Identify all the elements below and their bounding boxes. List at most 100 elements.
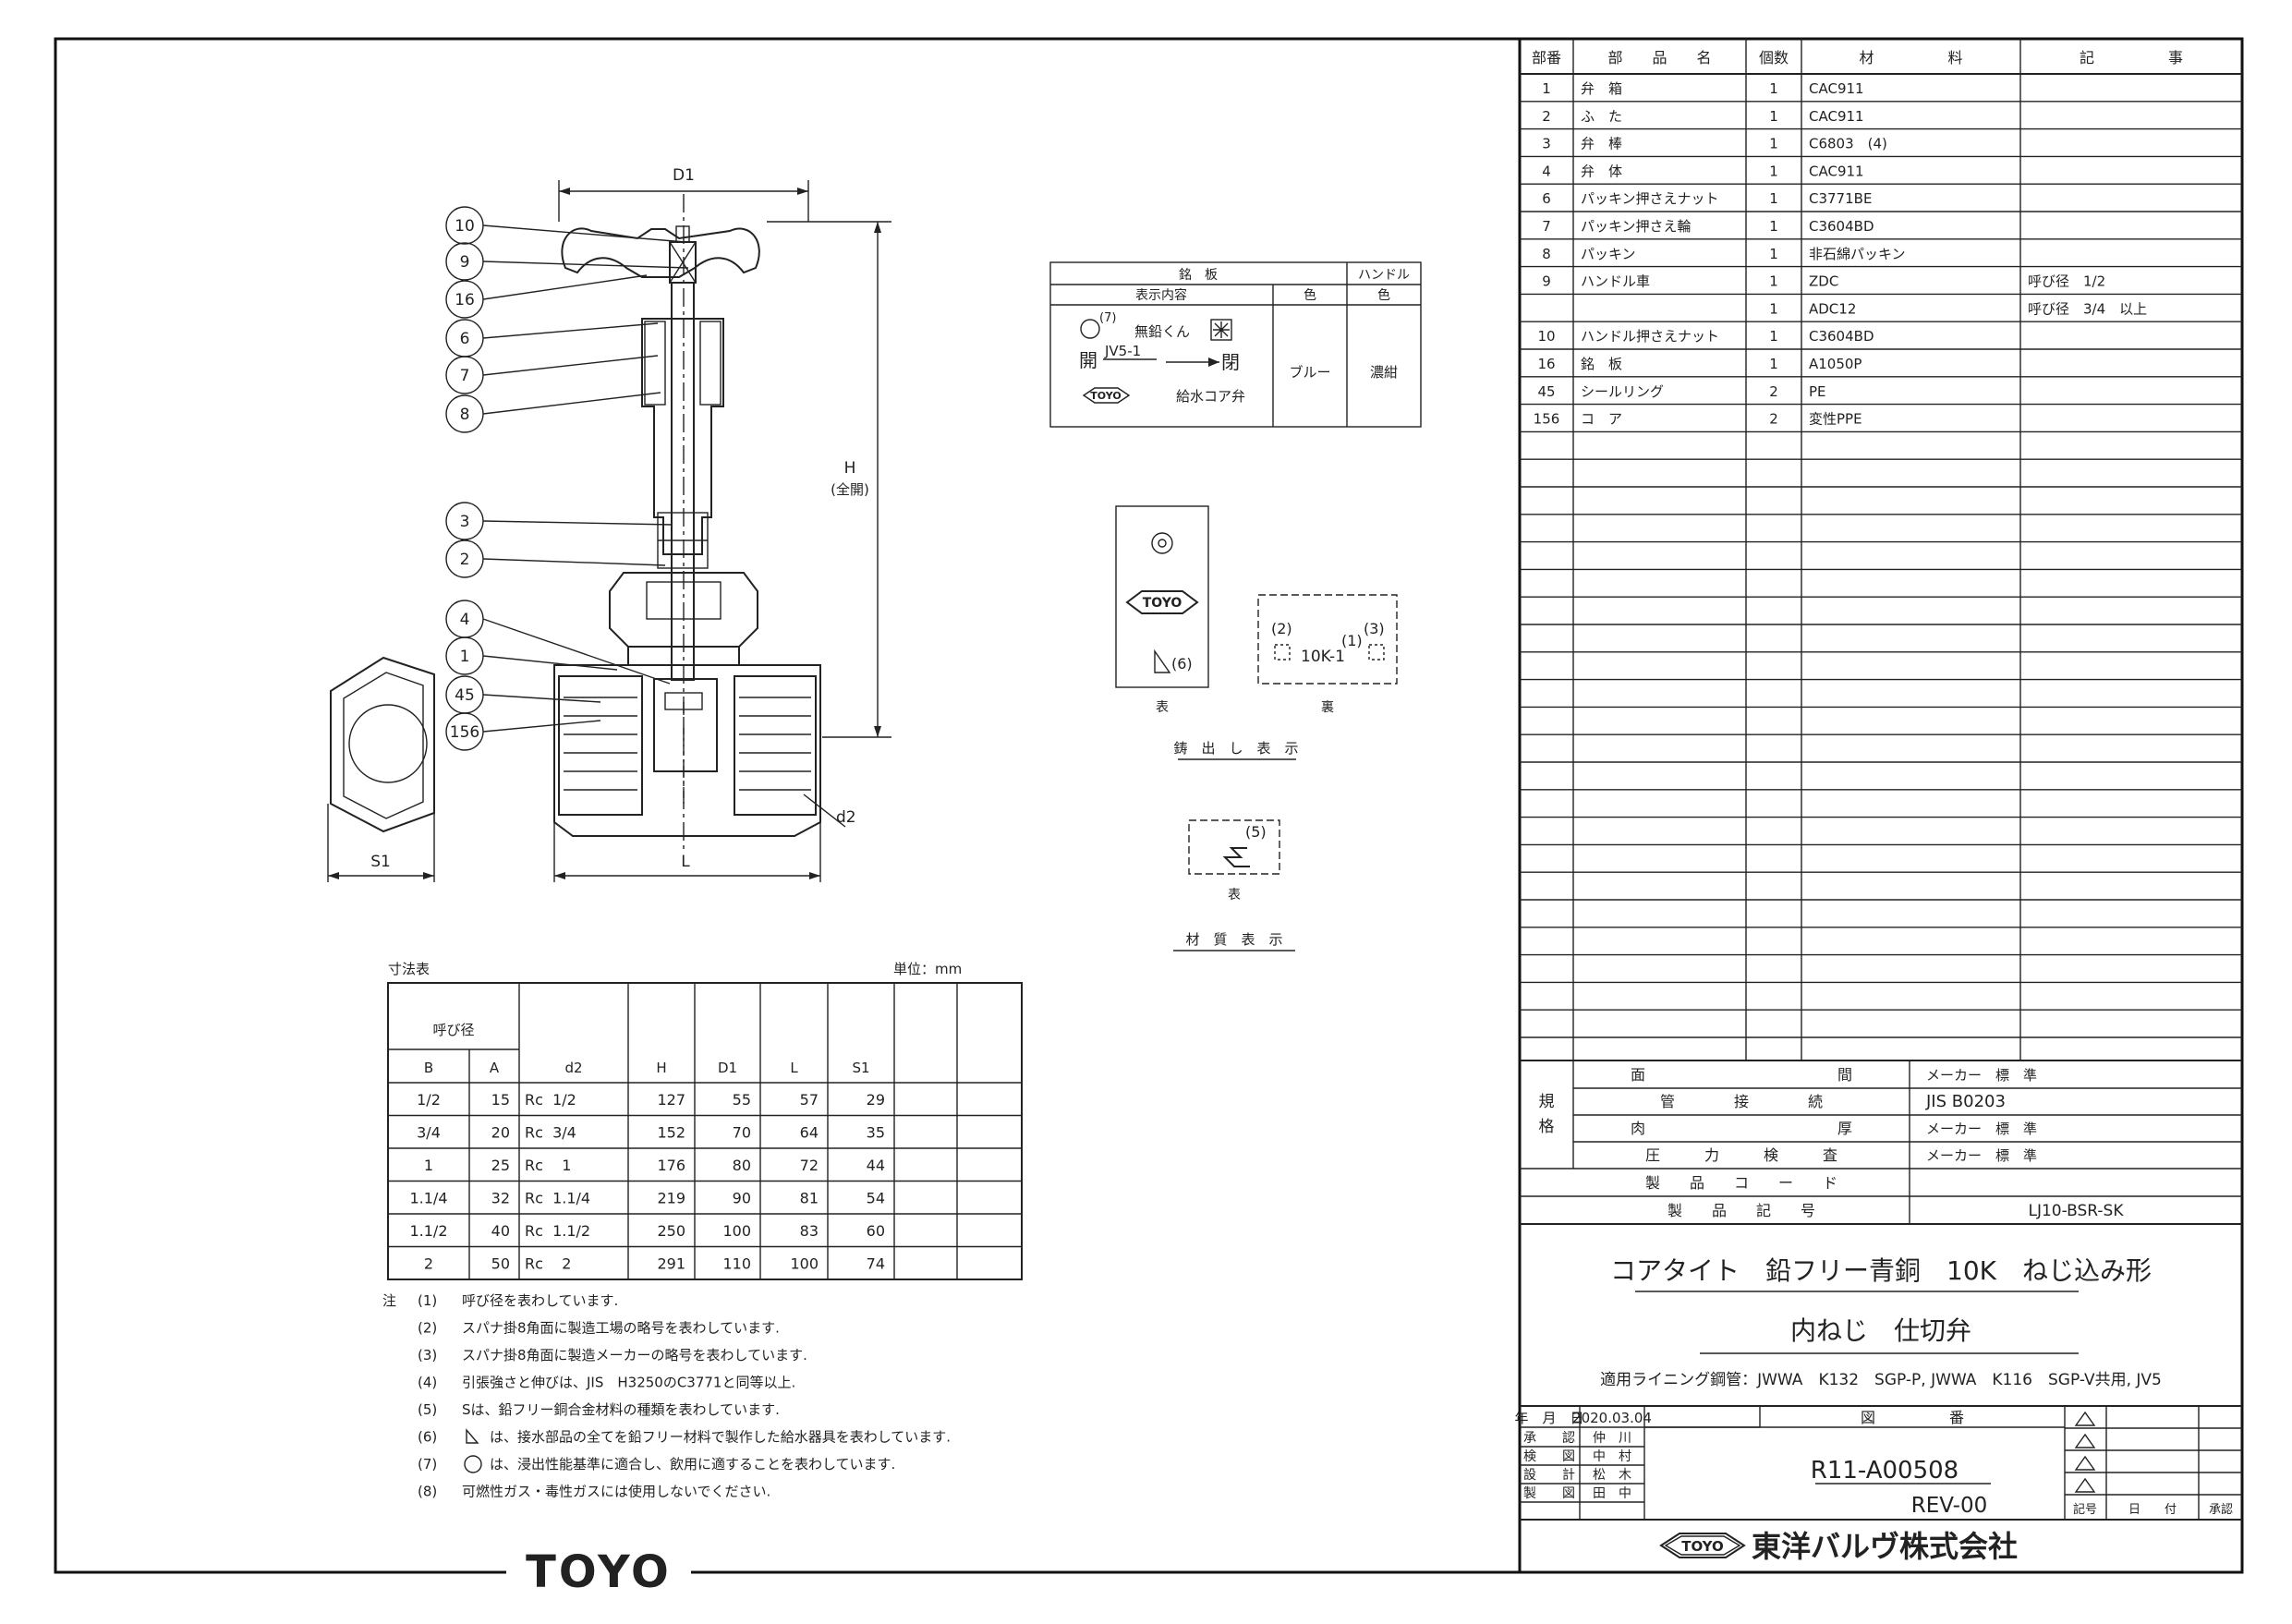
part-material: CAC911: [1809, 163, 1864, 179]
svg-text:銘 板: 銘 板: [1179, 268, 1218, 283]
part-name: ハンドル押さえナット: [1581, 328, 1719, 345]
dimension-label: L: [681, 853, 690, 871]
svg-text:JV5-1: JV5-1: [1104, 343, 1141, 359]
dim-table-cell: 20: [491, 1124, 510, 1142]
part-balloon: [445, 206, 484, 245]
approval-role: 製 図: [1523, 1486, 1575, 1501]
dim-table-cell: Rc 1.1/4: [525, 1190, 590, 1207]
part-material: C3604BD: [1809, 328, 1874, 345]
part-balloon-label: 8: [460, 406, 470, 424]
handle-wheel: [561, 227, 760, 278]
dim-table-cell: 44: [867, 1157, 885, 1174]
svg-text:色: 色: [1377, 287, 1390, 303]
dim-table-cell: 80: [733, 1157, 751, 1174]
dim-table-cell: 72: [800, 1157, 819, 1174]
nameplate-table: 銘 板 ハンドル 表示内容 色 色 (7) 無鉛くん 開 JV5-1 閉 TOY…: [1049, 261, 1422, 428]
svg-text:TOYO: TOYO: [1143, 596, 1182, 611]
product-code-label: 製 品 コ ー ド: [1645, 1174, 1837, 1192]
dim-table-cell: 29: [867, 1091, 885, 1109]
part-balloon-label: 9: [460, 253, 470, 272]
part-remarks: 呼び径 1/2: [2028, 273, 2105, 290]
part-balloon: [445, 394, 484, 433]
part-quantity: 1: [1769, 108, 1778, 125]
dim-table-cell: 40: [491, 1222, 510, 1240]
part-balloon: [445, 539, 484, 578]
part-balloon-label: 156: [450, 723, 479, 742]
part-balloon-label: 6: [460, 330, 470, 348]
part-material: C3604BD: [1809, 218, 1874, 235]
svg-text:材 質 表 示: 材 質 表 示: [1185, 931, 1282, 948]
svg-text:給水コア弁: 給水コア弁: [1176, 388, 1245, 405]
dim-table-cell: 1.1/4: [409, 1190, 447, 1207]
approval-name: 田 中: [1593, 1486, 1631, 1501]
dim-table-cell: 50: [491, 1255, 510, 1273]
leader-line: [482, 274, 648, 300]
dimension-label: H: [844, 459, 856, 478]
part-quantity: 1: [1769, 300, 1778, 317]
dim-table-cell: 81: [800, 1190, 819, 1207]
note-text: 引張強さと伸びは、JIS H3250のC3771と同等以上.: [462, 1375, 795, 1391]
dimension-label: S1: [370, 853, 391, 871]
part-balloon: [445, 712, 484, 751]
dim-table-header: B: [424, 1060, 433, 1076]
sheet-border: [54, 37, 2244, 1574]
dim-table-cell: Rc 3/4: [525, 1124, 576, 1142]
part-number: 6: [1542, 190, 1551, 207]
dim-table-cell: Rc 1/2: [525, 1091, 576, 1109]
dim-table-cell: 219: [657, 1190, 685, 1207]
spec-item-value: メーカー 標 準: [1926, 1147, 2037, 1164]
revision-triangles: [2074, 1411, 2096, 1493]
toyo-logo: TOYO: [1082, 387, 1131, 404]
rev-header: 日 付: [2128, 1503, 2177, 1517]
note-text: スパナ掛8角面に製造工場の略号を表わしています.: [462, 1320, 780, 1337]
part-material: A1050P: [1809, 356, 1861, 372]
dim-table-cell: 55: [733, 1091, 751, 1109]
note-text: は、浸出性能基準に適合し、飲用に適することを表わしています.: [462, 1456, 895, 1473]
part-name: 銘 板: [1581, 356, 1622, 372]
part-name: パッキン押さえ輪: [1581, 218, 1692, 235]
part-number: 4: [1542, 163, 1551, 179]
part-material: PE: [1809, 383, 1826, 400]
company-name: 東洋バルヴ株式会社: [1752, 1529, 2018, 1564]
dim-table-cell: 70: [733, 1124, 751, 1142]
dim-table-cell: 1/2: [417, 1091, 441, 1109]
lead-free-icon: [466, 1428, 479, 1444]
dim-table-header: A: [490, 1060, 500, 1076]
approval-name: 松 木: [1593, 1468, 1631, 1483]
part-number: 7: [1542, 218, 1551, 235]
applicable-pipe: 適用ライニング鋼管：JWWA K132 SGP-P, JWWA K116 SGP…: [1600, 1371, 2162, 1389]
leader-line: [482, 392, 661, 415]
approval-role: 検 図: [1523, 1449, 1575, 1464]
part-number: 9: [1542, 273, 1551, 290]
date-label: 年 月 日: [1514, 1410, 1583, 1426]
cast-marks: TOYO (6) 表 (2) (1) 10K-1 (3) 裏 鋳 出 し 表 示: [1115, 505, 1398, 760]
part-material: C3771BE: [1809, 190, 1872, 207]
svg-text:閉: 閉: [1221, 351, 1240, 373]
part-quantity: 1: [1769, 190, 1778, 207]
nominal-size-label: 呼び径: [432, 1022, 474, 1038]
s-mark-icon: [1222, 847, 1250, 867]
dim-table-cell: Rc 1.1/2: [525, 1222, 590, 1240]
date-value: 2020.03.04: [1572, 1410, 1652, 1426]
dim-table-header: S1: [852, 1060, 869, 1076]
leader-line: [482, 224, 686, 243]
svg-text:(1): (1): [1341, 632, 1363, 649]
part-material: CAC911: [1809, 108, 1864, 125]
water-mark-icon: [1080, 319, 1100, 339]
part-quantity: 1: [1769, 136, 1778, 152]
svg-text:TOYO: TOYO: [526, 1546, 672, 1598]
note-text: スパナ掛8角面に製造メーカーの略号を表わしています.: [462, 1347, 807, 1363]
note-number: (7): [418, 1456, 437, 1473]
note-number: (3): [418, 1347, 437, 1363]
part-quantity: 2: [1769, 383, 1778, 400]
part-balloon-label: 45: [455, 686, 475, 705]
parts-table-header: 部 品 名: [1607, 49, 1711, 67]
part-material: 変性PPE: [1809, 411, 1862, 428]
part-material: ADC12: [1809, 300, 1856, 317]
svg-text:無鉛くん: 無鉛くん: [1134, 323, 1190, 340]
dim-table-title: 寸法表: [388, 961, 430, 977]
part-balloon-label: 3: [460, 513, 470, 531]
lead-free-icon: [1154, 648, 1171, 673]
